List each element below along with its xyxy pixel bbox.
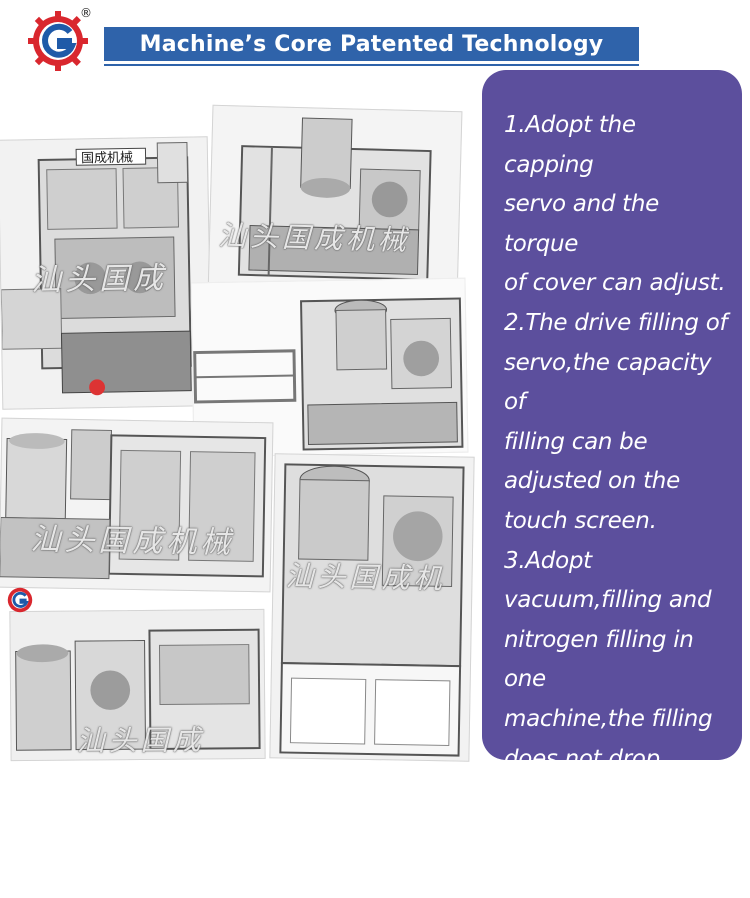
feature-line: 1.Adopt the capping bbox=[504, 112, 636, 178]
feature-line: servo,the capacity of bbox=[504, 349, 712, 416]
feature-line: adjusted on the bbox=[504, 468, 680, 495]
feature-list: 1.Adopt the capping servo and the torque… bbox=[504, 106, 732, 898]
registered-mark: ® bbox=[80, 6, 92, 20]
watermark-text: 汕头国成 bbox=[30, 260, 168, 299]
feature-line: nitrogen filling in one bbox=[504, 626, 694, 693]
machine-photo-3 bbox=[190, 277, 469, 458]
machine-photo-1: 汕头国成 国成机械 bbox=[0, 136, 213, 410]
feature-line: 2.The drive filling of bbox=[504, 309, 728, 336]
machine-photo-6: 汕头国成 bbox=[9, 608, 266, 762]
feature-line: servo and the torque bbox=[504, 191, 660, 257]
feature-line: vacuum,filling and bbox=[504, 587, 712, 614]
feature-line: machine,the filling bbox=[504, 705, 713, 732]
watermark-text: 汕头国成 bbox=[76, 723, 205, 758]
watermark-text: 汕头国成机械 bbox=[217, 218, 411, 257]
page-title: Machine’s Core Patented Technology bbox=[104, 27, 639, 66]
feature-line: 3.Adopt bbox=[504, 547, 592, 574]
feature-line: filling can be bbox=[504, 428, 648, 455]
feature-panel: 1.Adopt the capping servo and the torque… bbox=[482, 70, 742, 890]
feature-line: of cover can adjust. bbox=[504, 270, 726, 297]
machine-nameplate: 国成机械 bbox=[80, 150, 134, 167]
feature-line: touch screen. bbox=[504, 507, 657, 534]
feature-line: does not drop. bbox=[504, 745, 667, 772]
watermark-text: 汕头国成机械 bbox=[30, 522, 235, 561]
machine-photo-5: 汕头国成机 bbox=[269, 453, 475, 762]
small-logo-gear-icon bbox=[7, 587, 33, 613]
machine-photo-4: 汕头国成机械 bbox=[0, 417, 274, 593]
machine-photo-2: 汕头国成机械 bbox=[207, 104, 463, 302]
watermark-text: 汕头国成机 bbox=[285, 559, 446, 596]
company-logo-gear-icon bbox=[28, 11, 88, 71]
feature-line: Parker rodless bbox=[504, 824, 665, 851]
feature-line: cylinder to feed. bbox=[504, 864, 687, 891]
